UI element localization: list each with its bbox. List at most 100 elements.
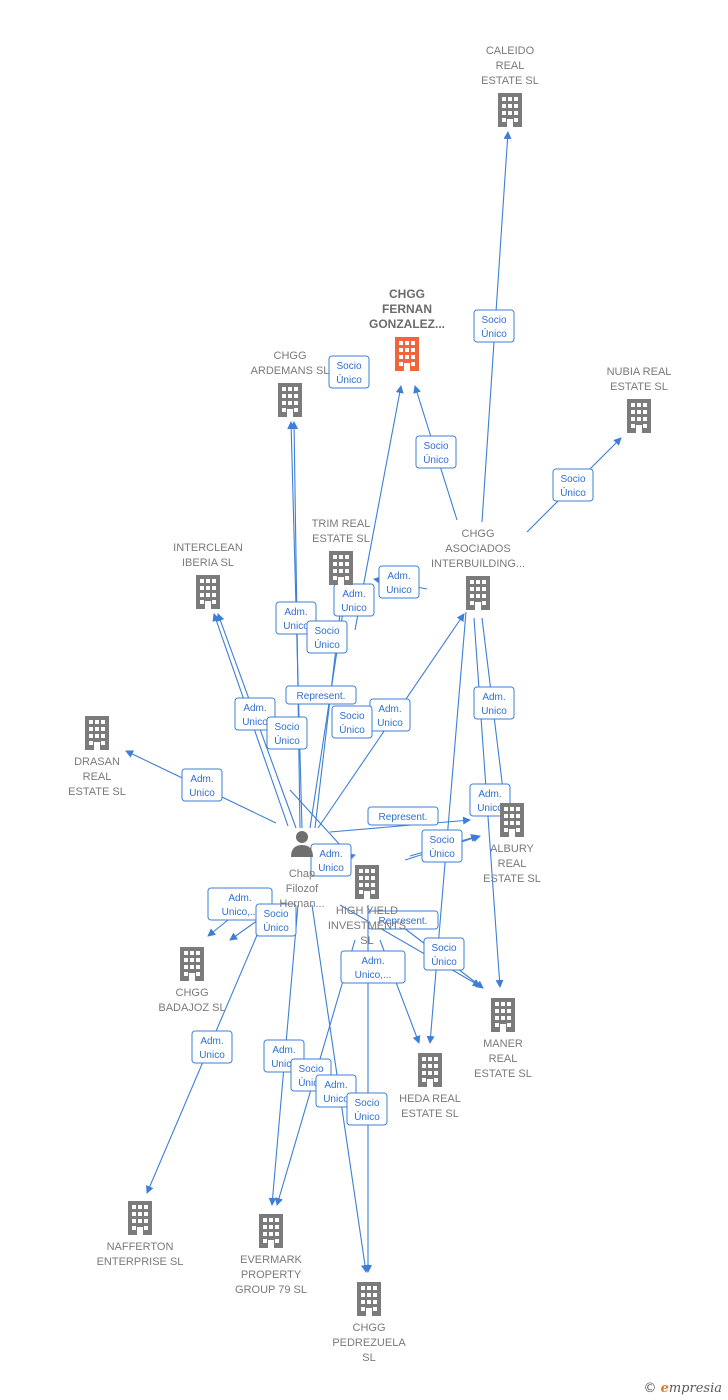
edge-label-text: Represent. [379, 812, 428, 823]
edge-label-box [473, 686, 515, 720]
edge-label-box [415, 435, 457, 469]
edge-label[interactable]: Represent. [367, 910, 439, 930]
edge-label-box [367, 910, 439, 930]
edge-label[interactable]: Adm.Unico [315, 1074, 357, 1108]
edge-label[interactable]: Adm.Unico [234, 697, 276, 731]
node-label: ASOCIADOS [445, 543, 510, 555]
node-label: REAL [498, 858, 527, 870]
node-label: Filozof [286, 883, 319, 895]
edge-label[interactable]: Adm.Unico [181, 768, 223, 802]
edge-labels-layer: SocioÚnicoSocioÚnicoSocioÚnicoSocioÚnico… [181, 309, 594, 1126]
edge-label-text: Socio [263, 909, 288, 920]
edge-label[interactable]: Represent. [367, 806, 439, 826]
edge-label-box [331, 705, 373, 739]
edge-label-text: Socio [560, 474, 585, 485]
node-label: Chap [289, 868, 315, 880]
edge-label[interactable]: Adm.Unico [275, 601, 317, 635]
edge-label[interactable]: Represent. [285, 685, 357, 705]
node-fernan[interactable]: CHGGFERNANGONZALEZ... [369, 287, 445, 371]
node-label: ESTATE SL [481, 75, 539, 87]
node-label: INVESTMENTS [328, 920, 406, 932]
node-label: ENTERPRISE SL [97, 1256, 184, 1268]
edge-label[interactable]: Adm.Unico [310, 843, 352, 877]
edge-label-text: Unico [477, 803, 503, 814]
edge-label-text: Socio [429, 835, 454, 846]
building-icon [196, 575, 220, 609]
edge-label-box [552, 468, 594, 502]
edge-label[interactable]: Adm. Unico [333, 583, 375, 617]
node-label: MANER [483, 1038, 523, 1050]
edge-label-text: Adm. [342, 589, 365, 600]
edge-label-box [346, 1092, 388, 1126]
edge-label-box [328, 355, 370, 389]
edge-label[interactable]: Adm.Unico [191, 1030, 233, 1064]
node-asociados[interactable]: CHGGASOCIADOSINTERBUILDING... [431, 528, 525, 610]
edge-label-text: Único [314, 638, 340, 651]
edge-label-text: Socio [274, 722, 299, 733]
node-label: GROUP 79 SL [235, 1284, 307, 1296]
edge-label-box [266, 716, 308, 750]
node-label: FERNAN [382, 302, 432, 316]
node-label: CHGG [389, 287, 425, 301]
node-label: ESTATE SL [610, 381, 668, 393]
node-label: ESTATE SL [483, 873, 541, 885]
edge-label-text: Socio [354, 1098, 379, 1109]
node-label: ESTATE SL [68, 786, 126, 798]
edge-label-text: Unico [189, 788, 215, 799]
node-label: PEDREZUELA [332, 1337, 406, 1349]
building-icon [329, 551, 353, 585]
edge-label-text: Represent. [379, 916, 428, 927]
edge-label-text: Adm. [272, 1045, 295, 1056]
node-label: INTERCLEAN [173, 542, 243, 554]
edge-label-box [333, 583, 375, 617]
edge-label-text: Unico [242, 717, 268, 728]
edge-label-box [340, 950, 406, 984]
node-label: INTERBUILDING... [431, 558, 525, 570]
edge-label[interactable]: Adm.Unico [378, 565, 420, 599]
node-label: REAL [489, 1053, 518, 1065]
edge-label-box [367, 806, 439, 826]
person-icon [291, 831, 313, 857]
node-label: PROPERTY [241, 1269, 302, 1281]
node-person[interactable]: ChapFilozofHernan... [279, 831, 325, 910]
edge-label-text: Único [481, 327, 507, 340]
edge-label-text: Unico [341, 603, 367, 614]
edge-label-text: Adm. [478, 789, 501, 800]
edge-label[interactable]: Adm.Unico [369, 698, 411, 732]
edge-label-text: Unico [199, 1050, 225, 1061]
edge-label-box [181, 768, 223, 802]
edge-label[interactable]: Adm.Unico,... [340, 950, 406, 984]
edge-label-text: Único [354, 1110, 380, 1123]
edge-label[interactable]: Adm.Unico [473, 686, 515, 720]
node-label: TRIM REAL [312, 518, 371, 530]
edge-label-text: Unico [271, 1059, 297, 1070]
edge-label-text: Adm. [378, 704, 401, 715]
node-label: SL [360, 935, 373, 947]
edge-label-box [255, 903, 297, 937]
